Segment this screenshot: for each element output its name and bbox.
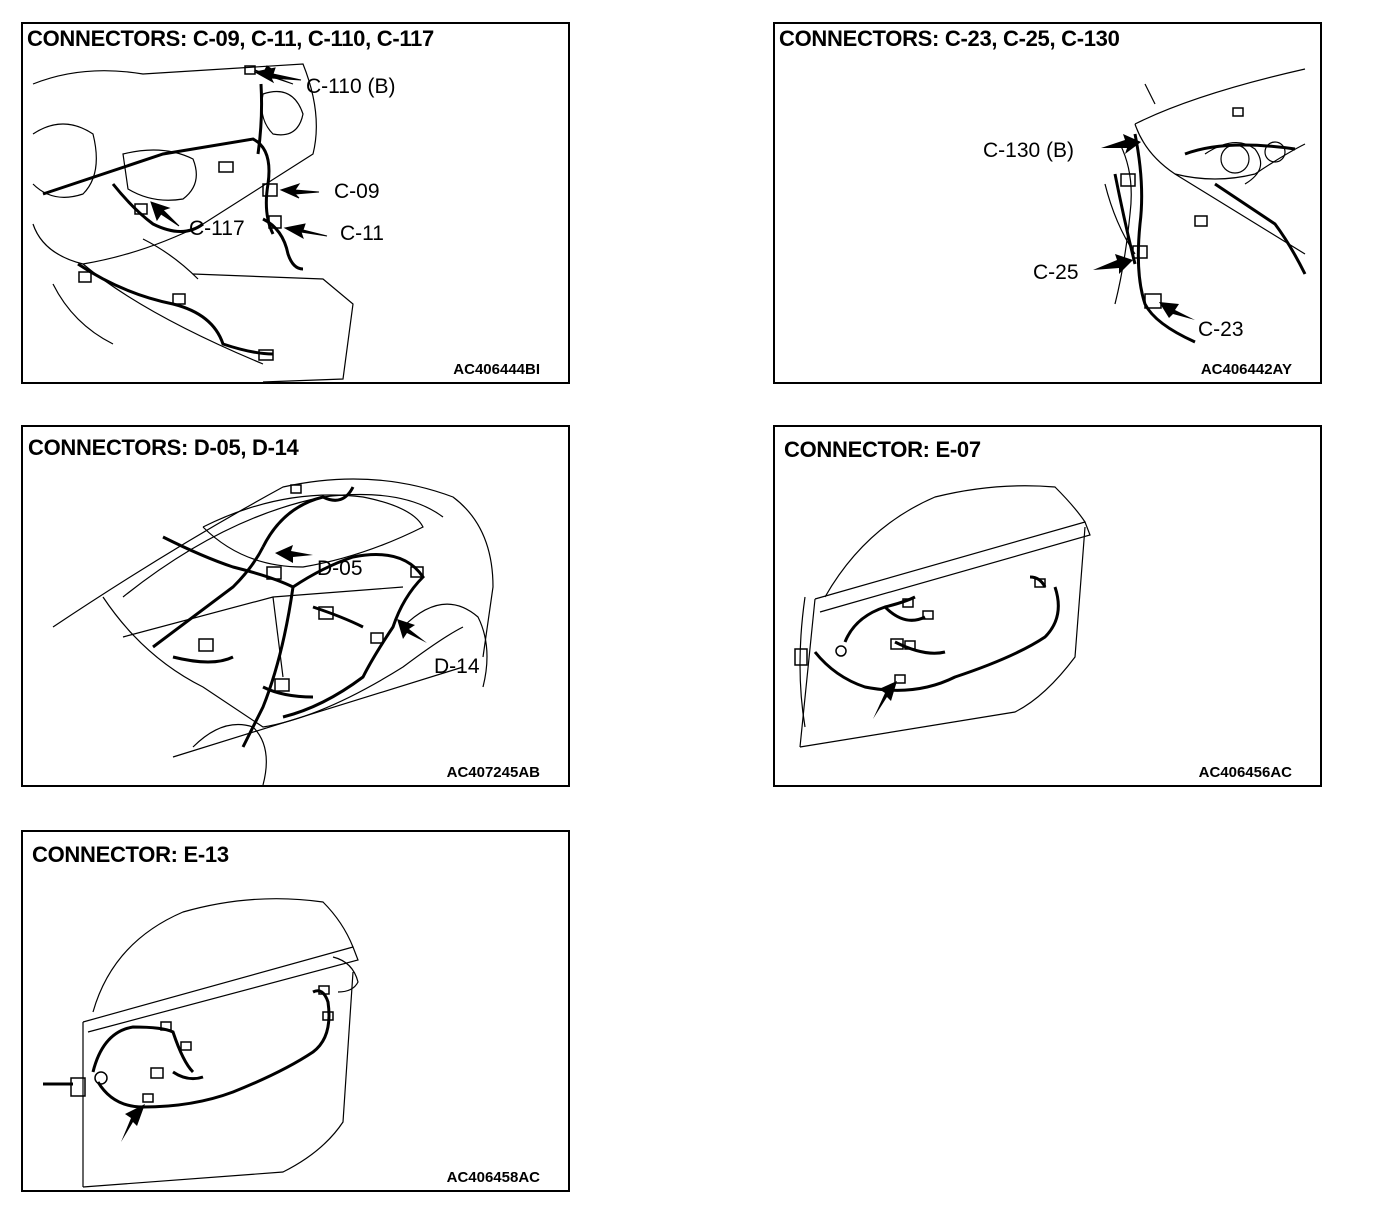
- dashboard-harness-illustration: [23, 24, 568, 382]
- panel-title: CONNECTORS: C-09, C-11, C-110, C-117: [27, 26, 434, 51]
- arrow-e07: [873, 681, 897, 719]
- car-body-harness-illustration: [23, 427, 568, 785]
- figure-code: AC406442AY: [1200, 361, 1292, 378]
- arrow-c25: [1093, 254, 1133, 274]
- figure-code: AC407245AB: [446, 764, 540, 781]
- callout-d14: D-14: [434, 655, 480, 678]
- panel-connector-e07: CONNECTOR: E-07 AC406456AC: [773, 425, 1322, 787]
- figure-code: AC406444BI: [453, 361, 540, 378]
- arrow-c130: [1101, 134, 1141, 154]
- callout-c25: C-25: [1033, 261, 1079, 284]
- arrow-c23: [1159, 302, 1195, 320]
- arrow-d05: [275, 545, 313, 563]
- panel-title: CONNECTORS: D-05, D-14: [28, 435, 299, 460]
- panel-title: CONNECTORS: C-23, C-25, C-130: [779, 26, 1120, 51]
- arrow-e13: [121, 1104, 145, 1142]
- panel-connectors-c09-c11-c110-c117: CONNECTORS: C-09, C-11, C-110, C-117 C-1…: [21, 22, 570, 384]
- callout-c11: C-11: [340, 222, 384, 245]
- panel-title: CONNECTOR: E-13: [32, 842, 229, 867]
- figure-code: AC406458AC: [446, 1169, 540, 1186]
- arrow-d14: [397, 619, 427, 643]
- callout-c130: C-130 (B): [983, 139, 1075, 162]
- arrow-c117: [151, 202, 179, 226]
- figure-code: AC406456AC: [1198, 764, 1292, 781]
- callout-c09: C-09: [334, 180, 380, 203]
- panel-connectors-c23-c25-c130: CONNECTORS: C-23, C-25, C-130 C-130 (B) …: [773, 22, 1322, 384]
- panel-connector-e13: CONNECTOR: E-13 AC406458AC: [21, 830, 570, 1192]
- arrow-c11: [285, 224, 327, 238]
- callout-c23: C-23: [1198, 318, 1244, 341]
- door-harness-illustration-e07: [775, 427, 1320, 785]
- panel-title: CONNECTOR: E-07: [784, 437, 981, 462]
- dashboard-side-harness-illustration: [1093, 24, 1320, 382]
- callout-c117: C-117: [189, 217, 245, 240]
- arrow-c09: [281, 184, 319, 198]
- door-harness-illustration-e13: [23, 832, 568, 1190]
- panel-connectors-d05-d14: CONNECTORS: D-05, D-14 D-05 D-14 AC40724…: [21, 425, 570, 787]
- callout-c110: C-110 (B): [306, 75, 396, 98]
- callout-d05: D-05: [317, 557, 363, 580]
